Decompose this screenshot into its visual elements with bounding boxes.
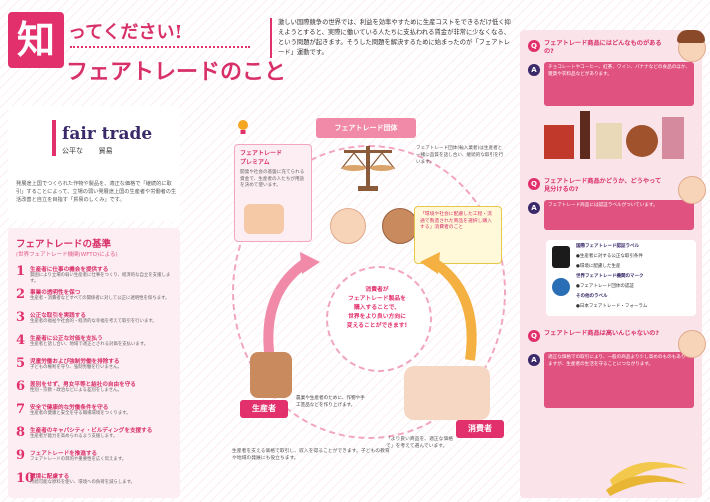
title-line1: ってください!: [68, 22, 183, 43]
criteria-number: 6: [16, 379, 26, 394]
criteria-text: 生産者の健康と安全を守る職場環境をつくります。: [30, 411, 131, 416]
certification-line: その他のラベル: [576, 294, 608, 299]
question-text: フェアトレード商品にはどんなものがあるの?: [544, 40, 662, 55]
producer-benefit-text: 生産者を支える価格で取引し、収入を得ることができます。子どもの教育や地域の発展に…: [232, 449, 390, 461]
criteria-number: 2: [16, 287, 26, 302]
criteria-text: 性別・宗教・政治などによる差別をしません。: [30, 388, 122, 393]
answer-icon: A: [528, 354, 540, 366]
certification-line: ●生産者に対する公正な取引条件: [576, 254, 643, 259]
character-hair: [677, 30, 705, 43]
intro-text: 激しい国際競争の世界では、利益を効率やすために生産コストをできるだけ低く抑えよう…: [270, 18, 513, 58]
ethical-consumer-text: 「環境や社会に配慮した工程・流通で製造された商品を選択し購入する」消費者のこと: [420, 212, 492, 230]
consumer-message: 消費者が フェアトレード製品を 購入することで、 世界をより良い方向に 変えるこ…: [346, 287, 408, 329]
fair-trade-sub: 公平な 貿易: [62, 146, 113, 156]
criteria-number: 10: [16, 471, 35, 486]
criteria-heading: 環境に配慮する: [30, 474, 70, 480]
fair-trade-logo: fair trade: [62, 124, 153, 144]
question-icon: Q: [528, 330, 540, 342]
sub-trade: 貿易: [98, 147, 113, 155]
answer-icon: A: [528, 202, 540, 214]
answer-text: フェアトレード商品には認証ラベルがついています。: [548, 203, 658, 208]
consumer-illustration: [404, 366, 490, 420]
producer-illustration: [250, 352, 292, 398]
producer-label: 生産者: [240, 400, 288, 418]
criteria-text: フェアトレードの目的や重要性を広く伝えます。: [30, 457, 127, 462]
criteria-text: 生産者と話し合い、地域で適正とされる対価を支払います。: [30, 342, 149, 347]
criteria-number: 9: [16, 448, 26, 463]
question-icon: Q: [528, 178, 540, 190]
arrow-right-icon: [420, 252, 477, 361]
organization-note: フェアトレード団体(輸入業者)は生産者と一緒に品質を話し合い、継続的な取引を行い…: [416, 146, 504, 165]
premium-title: フェアトレード プレミアム: [240, 150, 283, 166]
criteria-text: 生産者の福祉や社会的・経済的な幸福を考えて取引を行います。: [30, 319, 157, 324]
scales-icon: [340, 146, 396, 191]
fair-trade-description: 発展途上国でつくられた作物や製品を、適正な価格で「継続的に取引」することによって…: [16, 181, 177, 203]
wfto-mark-icon: [552, 278, 570, 296]
criteria-heading: 公正な取引を実践する: [30, 313, 86, 319]
criteria-heading: 児童労働および強制労働を排除する: [30, 359, 120, 365]
page-title: フェアトレードのこと: [66, 59, 287, 85]
criteria-text: 生産者・消費者などすべての関係者に対して公正に透明性を保ちます。: [30, 296, 170, 301]
criteria-heading: 安全で健康的な労働条件を守る: [30, 405, 109, 411]
criteria-text: 貧困により立場の弱い生産者に仕事をつくり、経済的な自立を支援します。: [30, 273, 171, 284]
premium-illustration: [244, 204, 284, 234]
criteria-text: 持続可能な原料を使い、環境への負荷を減らします。: [30, 480, 135, 485]
character-avatar-3: [678, 330, 706, 358]
criteria-number: 5: [16, 356, 26, 371]
answer-box: フェアトレード商品には認証ラベルがついています。: [544, 200, 694, 230]
consumer-label: 消費者: [456, 420, 504, 438]
criteria-title: フェアトレードの基準: [16, 239, 112, 250]
criteria-number: 3: [16, 310, 26, 325]
criteria-subtitle: (世界フェアトレード機関(WFTO)による): [16, 252, 118, 258]
producer-note: 農業や生産者のために、作物や手工芸品などを作り上げます。: [296, 396, 365, 408]
certification-line: 世界フェアトレード機関のマーク: [576, 274, 644, 279]
question-text: フェアトレード商品は高いんじゃないの?: [544, 330, 659, 337]
criteria-number: 7: [16, 402, 26, 417]
character-avatar-2: [678, 176, 706, 204]
criteria-heading: 生産者に仕事の機会を提供する: [30, 267, 109, 273]
criteria-number: 1: [16, 264, 26, 279]
criteria-text: 生産者が能力を高められるよう支援します。: [30, 434, 118, 439]
criteria-heading: 差別をせず、男女平等と結社の自由を守る: [30, 382, 136, 388]
title-divider: [70, 46, 250, 48]
seller-avatar: [382, 208, 418, 244]
title-kanji: 知: [8, 12, 64, 68]
consumer-message-circle: [326, 266, 432, 372]
fair-trade-organization-label: フェアトレード団体: [316, 118, 416, 138]
lightbulb-icon: [238, 120, 248, 134]
question-text: フェアトレード商品かどうか、どうやって見分けるの?: [544, 178, 662, 193]
criteria-heading: 事業の透明性を保つ: [30, 290, 81, 296]
arrow-left-icon: [263, 252, 320, 361]
certification-box: [546, 240, 696, 316]
criteria-heading: フェアトレードを推進する: [30, 451, 98, 457]
answer-box: 適正な価格での取引により、一般の商品より少し高めのものもありますが、生産者の生活…: [544, 352, 694, 408]
answer-text: 適正な価格での取引により、一般の商品より少し高めのものもありますが、生産者の生活…: [548, 355, 686, 367]
answer-icon: A: [528, 64, 540, 76]
criteria-number: 8: [16, 425, 26, 440]
answer-box: チョコレートやコーヒー、紅茶、ワイン、バナナなどの食品のほか、雑貨や衣料品などが…: [544, 62, 694, 106]
products-illustration: [544, 111, 684, 159]
consumer-choice-text: 「より良い商品を、適正な価格で」を考えて選んでいます。: [386, 437, 454, 449]
criteria-number: 4: [16, 333, 26, 348]
certification-line: 国際フェアトレード認証ラベル: [576, 244, 639, 249]
bananas-illustration: [606, 462, 690, 496]
ethical-consumer-box: [414, 206, 502, 264]
question-icon: Q: [528, 40, 540, 52]
criteria-text: 子どもの権利を守り、強制労働を行いません。: [30, 365, 122, 370]
logo-accent-bar: [52, 120, 56, 156]
criteria-panel: [8, 228, 180, 498]
premium-text: 開発や社会の基盤に充てられる資金で、生産者の人たちが用途を決めて使います。: [240, 170, 305, 188]
buyer-avatar: [330, 208, 366, 244]
fair-trade-box: [8, 106, 180, 221]
certification-line: ●日本フェアトレード・フォーラム: [576, 304, 648, 309]
certification-line: ●フェアトレード団体の認証: [576, 284, 634, 289]
fairtrade-label-icon: [552, 246, 570, 268]
criteria-heading: 生産者に公正な対価を支払う: [30, 336, 103, 342]
criteria-heading: 生産者のキャパシティ・ビルディングを支援する: [30, 428, 153, 434]
sub-fair: 公平な: [62, 147, 83, 155]
answer-text: チョコレートやコーヒー、紅茶、ワイン、バナナなどの食品のほか、雑貨や衣料品などが…: [548, 65, 690, 77]
certification-line: ●環境に配慮した生産: [576, 264, 621, 269]
